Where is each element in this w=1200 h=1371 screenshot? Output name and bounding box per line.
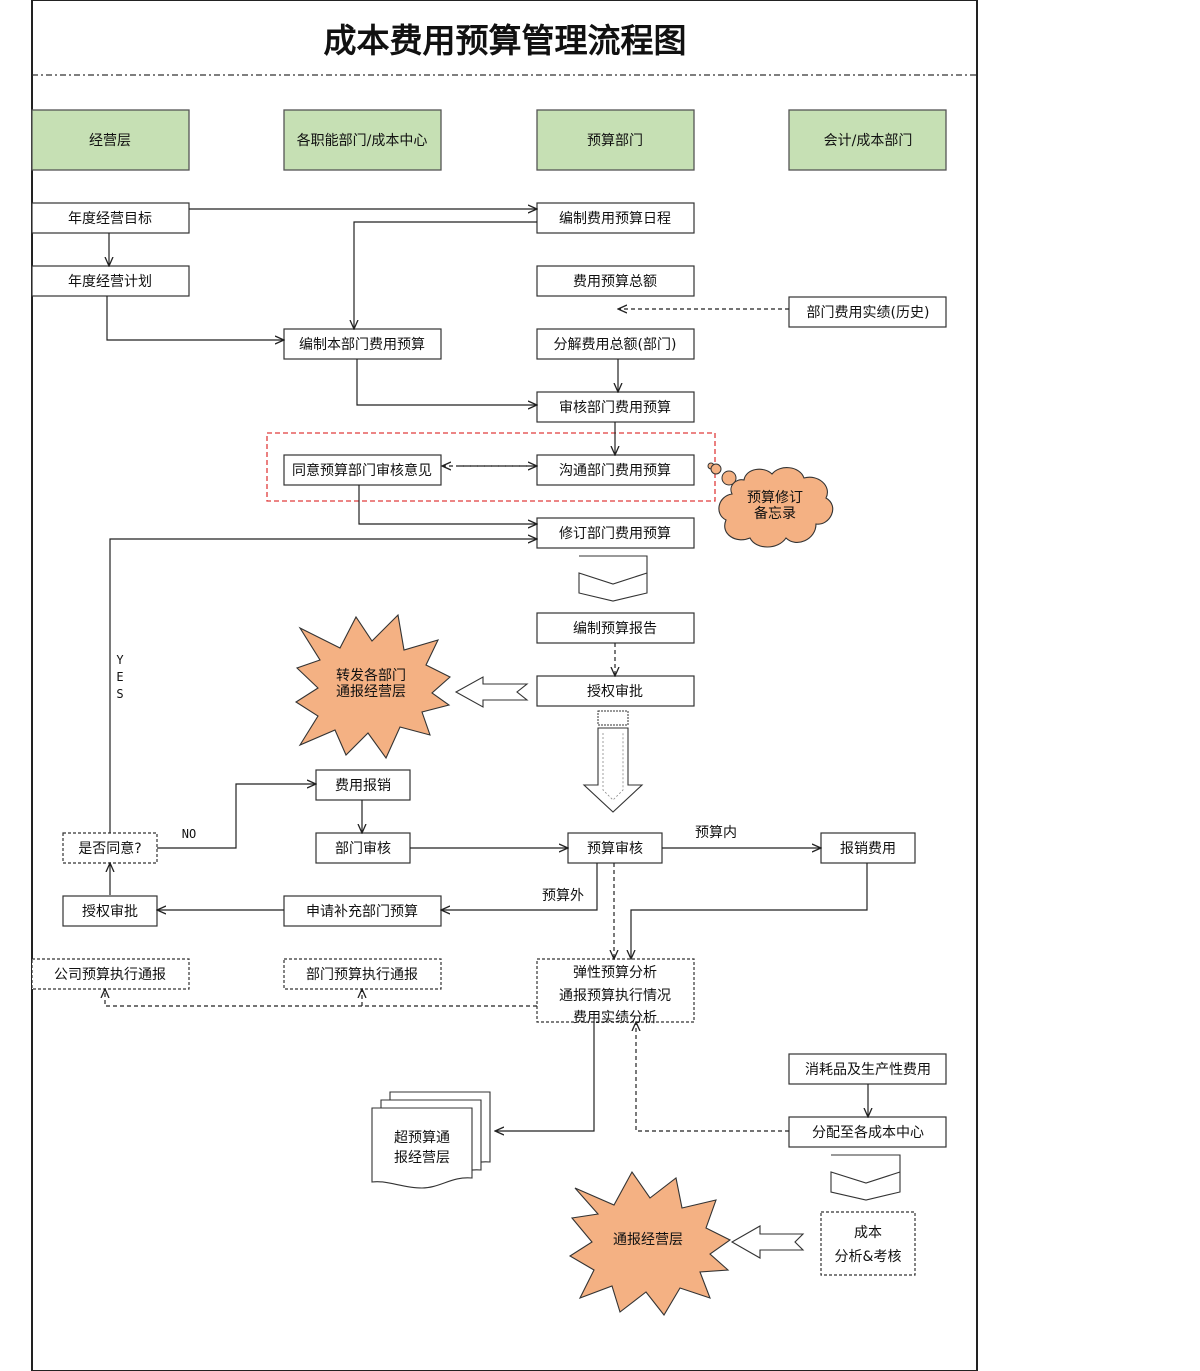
lane-label: 各职能部门/成本中心 <box>297 133 428 149</box>
lane-label: 经营层 <box>89 133 131 149</box>
box-label-line2: 分析&考核 <box>835 1249 902 1265</box>
box-label: 报销费用 <box>840 841 896 857</box>
box-label: 消耗品及生产性费用 <box>805 1062 931 1078</box>
box-reimburse: 报销费用 <box>820 832 916 864</box>
box-budget-audit: 预算审核 <box>567 832 663 864</box>
box-dept-budget: 编制本部门费用预算 <box>283 328 442 360</box>
document-label-line1: 超预算通 <box>394 1130 450 1146</box>
lane-label: 会计/成本部门 <box>824 133 913 149</box>
box-label: 编制本部门费用预算 <box>299 337 425 353</box>
lane-label: 预算部门 <box>587 133 643 149</box>
box-communicate: 沟通部门费用预算 <box>536 454 695 486</box>
box-label: 分解费用总额(部门) <box>554 337 677 353</box>
box-label: 公司预算执行通报 <box>54 967 166 983</box>
burst-forward-notify: 转发各部门 通报经营层 <box>294 613 451 760</box>
box-label: 是否同意? <box>78 840 141 857</box>
box-cost-analysis: 成本 分析&考核 <box>820 1211 916 1276</box>
box-consumables: 消耗品及生产性费用 <box>788 1053 947 1085</box>
chevron-down-icon <box>578 555 648 602</box>
box-apply-extra: 申请补充部门预算 <box>283 895 442 927</box>
box-agree-question: 是否同意? <box>62 832 158 864</box>
box-authorize: 授权审批 <box>536 675 695 707</box>
box-label: 费用报销 <box>335 778 391 794</box>
edge-label-yes-s: S <box>116 687 123 701</box>
cloud-label-line2: 备忘录 <box>754 505 796 522</box>
box-label-line1: 成本 <box>854 1225 882 1241</box>
lane-header-departments: 各职能部门/成本中心 <box>283 109 442 171</box>
box-revise: 修订部门费用预算 <box>536 517 695 549</box>
box-total: 费用预算总额 <box>536 265 695 297</box>
lane-header-budget: 预算部门 <box>536 109 695 171</box>
box-label: 授权审批 <box>82 904 138 920</box>
box-authorize-2: 授权审批 <box>62 895 158 927</box>
box-label: 分配至各成本中心 <box>812 1125 924 1141</box>
box-label-line1: 弹性预算分析 <box>573 965 657 981</box>
box-label-line3: 费用实绩分析 <box>573 1010 657 1026</box>
page-title: 成本费用预算管理流程图 <box>324 21 687 60</box>
box-label: 预算审核 <box>587 841 643 857</box>
connectors-dashed <box>105 309 789 1132</box>
edge-label-out-budget: 预算外 <box>542 888 584 904</box>
box-analysis: 弹性预算分析 通报预算执行情况 费用实绩分析 <box>536 958 695 1026</box>
box-label: 同意预算部门审核意见 <box>292 462 432 479</box>
box-label: 费用预算总额 <box>573 274 657 290</box>
box-label: 年度经营目标 <box>68 211 152 227</box>
box-label: 编制费用预算日程 <box>559 211 671 227</box>
box-split: 分解费用总额(部门) <box>536 328 695 360</box>
box-label: 授权审批 <box>587 684 643 700</box>
box-annual-goal: 年度经营目标 <box>31 202 190 234</box>
box-label: 部门费用实绩(历史) <box>807 305 930 321</box>
edge-label-yes-e: E <box>116 670 123 684</box>
box-label: 申请补充部门预算 <box>306 904 418 920</box>
down-arrow-icon <box>582 710 644 813</box>
box-label: 部门审核 <box>335 841 391 857</box>
cloud-memo: 预算修订 备忘录 <box>707 462 834 548</box>
lane-header-operations: 经营层 <box>31 109 190 171</box>
burst-label-line2: 通报经营层 <box>336 684 406 700</box>
burst-notify-management: 通报经营层 <box>568 1170 732 1316</box>
cloud-label-line1: 预算修订 <box>747 490 803 506</box>
edge-label-no: NO <box>182 827 196 841</box>
left-arrow-icon <box>730 1225 805 1259</box>
left-arrow-icon <box>454 676 529 708</box>
edge-label-yes-y: Y <box>116 653 124 667</box>
box-expense-claim: 费用报销 <box>315 769 411 801</box>
box-label: 沟通部门费用预算 <box>559 463 671 479</box>
box-label: 审核部门费用预算 <box>559 400 671 416</box>
box-schedule: 编制费用预算日程 <box>536 202 695 234</box>
box-label-line2: 通报预算执行情况 <box>559 988 671 1004</box>
document-stack-icon: 超预算通 报经营层 <box>371 1091 491 1189</box>
edge-label-in-budget: 预算内 <box>695 825 737 841</box>
burst-label-line1: 转发各部门 <box>336 668 406 684</box>
connectors-solid <box>107 209 868 1131</box>
box-dept-report: 部门预算执行通报 <box>283 958 442 990</box>
box-dept-audit: 部门审核 <box>315 832 411 864</box>
box-agree-opinion: 同意预算部门审核意见 <box>283 454 442 486</box>
box-annual-plan: 年度经营计划 <box>31 265 190 297</box>
box-company-report: 公司预算执行通报 <box>31 958 190 990</box>
box-report: 编制预算报告 <box>536 612 695 644</box>
box-label: 修订部门费用预算 <box>559 526 671 542</box>
chevron-down-icon <box>830 1154 901 1201</box>
lane-header-accounting: 会计/成本部门 <box>788 109 947 171</box>
box-label: 编制预算报告 <box>573 621 657 637</box>
box-allocate: 分配至各成本中心 <box>788 1116 947 1148</box>
box-review: 审核部门费用预算 <box>536 391 695 423</box>
document-label-line2: 报经营层 <box>394 1150 450 1166</box>
burst-label: 通报经营层 <box>613 1232 683 1248</box>
box-history: 部门费用实绩(历史) <box>788 296 947 328</box>
box-label: 年度经营计划 <box>68 274 152 290</box>
box-label: 部门预算执行通报 <box>306 967 418 983</box>
